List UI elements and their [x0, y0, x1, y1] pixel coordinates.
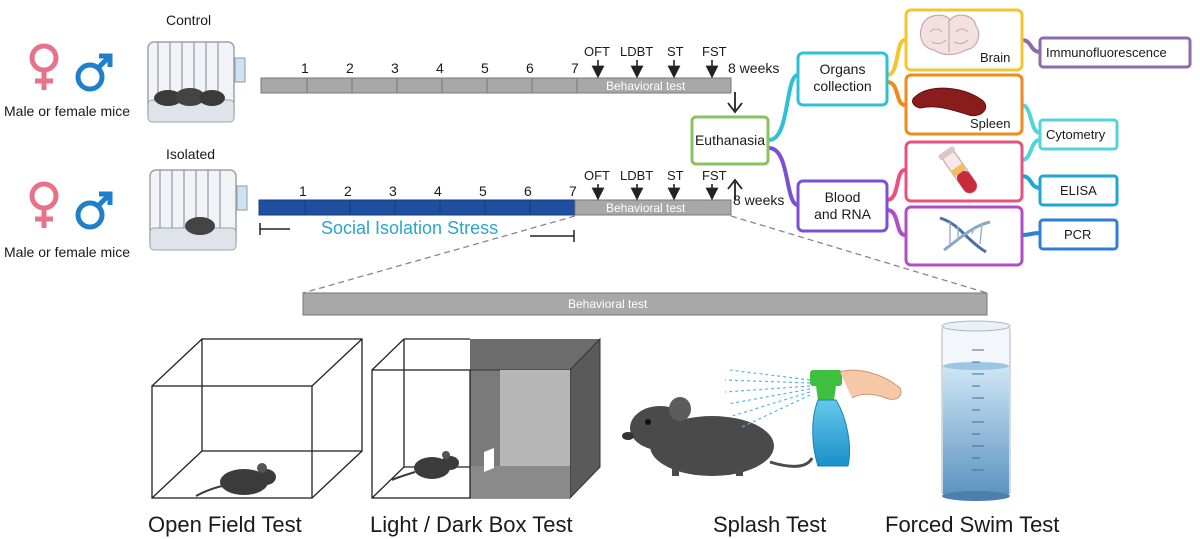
elisa-label: ELISA: [1060, 183, 1097, 198]
test-abbrev-st: ST: [667, 168, 684, 183]
test-abbrev-st: ST: [667, 44, 684, 59]
isolated-cohort-label: Isolated: [166, 146, 216, 162]
behavioral-test-zoom-label: Behavioral test: [568, 297, 648, 311]
week-tick: 2: [346, 60, 354, 76]
female-symbol-icon: [29, 43, 59, 90]
week-end-label: 8 weeks: [733, 192, 785, 208]
forced-swim-test-caption: Forced Swim Test: [885, 512, 1060, 537]
splash-test-caption: Splash Test: [713, 512, 827, 537]
test-abbrev-fst: FST: [702, 44, 727, 59]
control-cohort-label: Control: [166, 12, 212, 28]
organs-collection-label: Organs collection: [813, 61, 872, 94]
spleen-icon: [912, 87, 987, 116]
brain-label: Brain: [980, 50, 1011, 65]
control-sex-caption: Male or female mice: [4, 103, 131, 119]
mouse-cage-icon: [149, 169, 248, 251]
mouse-icon: [391, 451, 459, 481]
open-field-box: [151, 338, 363, 499]
pcr-label: PCR: [1064, 227, 1092, 242]
spray-bottle-icon: [810, 369, 902, 467]
arrow-down-icon: [591, 184, 719, 201]
week-tick: 1: [301, 60, 309, 76]
open-field-test-caption: Open Field Test: [148, 512, 302, 537]
week-tick: 5: [479, 183, 487, 199]
test-abbrev-fst: FST: [702, 168, 727, 183]
arrow-down-icon: [591, 60, 719, 79]
spleen-label: Spleen: [970, 116, 1011, 131]
isolated-sex-caption: Male or female mice: [4, 244, 131, 260]
week-tick: 1: [299, 183, 307, 199]
arrow-down-icon: [727, 92, 743, 114]
mouse-icon: [622, 397, 814, 476]
euthanasia-label: Euthanasia: [694, 132, 766, 148]
test-abbrev-ldbt: LDBT: [620, 44, 654, 59]
male-symbol-icon: [75, 53, 113, 92]
social-isolation-stress-label: Social Isolation Stress: [321, 218, 499, 238]
week-end-label: 8 weeks: [728, 60, 780, 76]
blood-tube-icon: [938, 146, 978, 194]
cytometry-label: Cytometry: [1046, 127, 1106, 142]
test-abbrev-oft: OFT: [584, 44, 610, 59]
week-tick: 7: [571, 60, 579, 76]
arrow-up-icon: [727, 178, 743, 200]
week-tick: 7: [569, 183, 577, 199]
test-abbrev-ldbt: LDBT: [620, 168, 654, 183]
behavioral-test-bar-label: Behavioral test: [606, 79, 686, 93]
spray-lines: [724, 369, 811, 429]
blood-and-rna-label: Blood and RNA: [814, 189, 871, 222]
male-symbol-icon: [75, 191, 113, 230]
week-tick: 3: [391, 60, 399, 76]
light-dark-box-test-caption: Light / Dark Box Test: [370, 512, 573, 537]
light-dark-box: [371, 337, 601, 500]
week-tick: 6: [526, 60, 534, 76]
mouse-icon: [195, 463, 276, 497]
week-tick: 4: [436, 60, 444, 76]
week-tick: 3: [389, 183, 397, 199]
week-tick: 4: [434, 183, 442, 199]
test-abbrev-oft: OFT: [584, 168, 610, 183]
behavioral-test-bar-label: Behavioral test: [606, 201, 686, 215]
dna-icon: [939, 216, 991, 254]
water-cylinder-icon: [941, 320, 1011, 501]
week-tick: 2: [344, 183, 352, 199]
immunofluorescence-label: Immunofluorescence: [1046, 45, 1167, 60]
mouse-cage-icon: [147, 41, 246, 123]
female-symbol-icon: [29, 181, 59, 228]
week-tick: 5: [481, 60, 489, 76]
week-tick: 6: [524, 183, 532, 199]
brain-icon: [919, 14, 980, 56]
